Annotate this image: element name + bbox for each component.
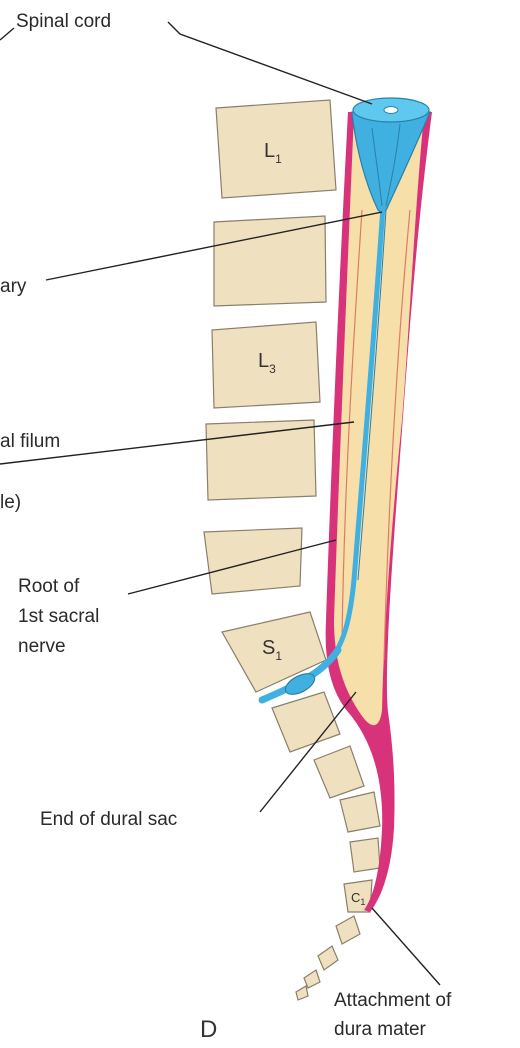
vertebra-l1 (216, 100, 336, 198)
label-root-line3: nerve (18, 636, 66, 657)
vertebra-s4 (340, 792, 380, 832)
label-conus-medullaris: ary (0, 276, 27, 297)
coccyx-segment-2 (318, 946, 338, 970)
label-root-line1: Root of (18, 576, 80, 597)
vertebra-s5 (350, 838, 380, 872)
label-spinal-cord: Spinal cord (16, 11, 111, 32)
label-root-line2: 1st sacral (18, 606, 99, 627)
label-attachment-line1: Attachment of (334, 990, 452, 1011)
central-canal (384, 107, 398, 114)
leader-spinal-cord (168, 22, 372, 104)
vertebra-s2 (272, 692, 340, 752)
label-attachment-line2: dura mater (334, 1019, 427, 1040)
leader-top-left (0, 28, 14, 40)
coccyx-segment-1 (336, 916, 360, 944)
label-end-dural-sac: End of dural sac (40, 809, 177, 830)
leader-attachment (372, 908, 440, 985)
vertebra-l2 (214, 216, 326, 306)
vertebra-l4 (206, 420, 316, 500)
label-filum-terminale: al filum (0, 431, 60, 452)
vertebra-s3 (314, 746, 364, 798)
coccyx-segment-4 (296, 986, 308, 1000)
label-filum-terminale-2: le) (0, 492, 21, 513)
panel-letter: D (200, 1016, 217, 1043)
